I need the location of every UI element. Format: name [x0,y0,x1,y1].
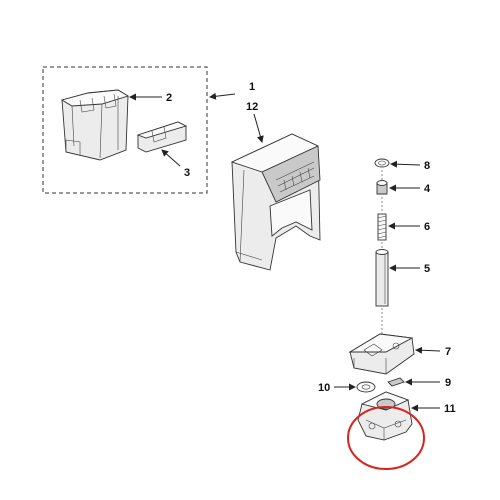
part-2-housing [60,89,130,161]
callout-9: 9 [445,377,451,389]
part-12-cover [230,133,321,271]
part-4-bushing [376,180,388,195]
callout-12: 12 [246,101,258,113]
callout-7: 7 [445,346,451,358]
callout-11: 11 [444,403,456,415]
callout-8: 8 [424,160,430,172]
part-11-motor [357,391,413,441]
callout-1: 1 [249,81,255,93]
part-8-ring [374,158,390,168]
part-10-washer [356,381,376,393]
callout-4: 4 [424,183,431,195]
part-9-pin [387,377,405,387]
part-3-bracket [136,121,188,153]
part-7-bracket [348,333,415,375]
kit-dashed-box [42,66,208,194]
part-6-spring [377,213,387,241]
callout-2: 2 [166,92,172,104]
callout-5: 5 [424,263,430,275]
motor-highlight-circle [347,406,425,470]
callout-6: 6 [424,221,430,233]
callout-3: 3 [184,167,190,179]
part-5-rod [375,249,389,307]
callout-10: 10 [318,382,330,394]
